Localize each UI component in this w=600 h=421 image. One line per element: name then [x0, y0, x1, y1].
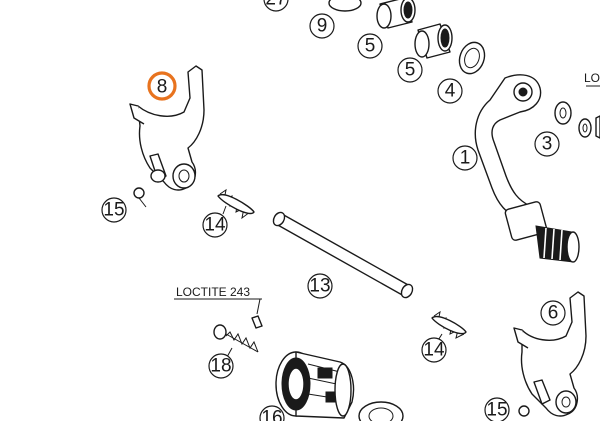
- washer-part-3[interactable]: [554, 101, 600, 139]
- svg-text:6: 6: [548, 303, 559, 324]
- svg-text:15: 15: [103, 200, 124, 221]
- needle-bearing-part-5a[interactable]: [376, 0, 416, 29]
- svg-text:15: 15: [486, 400, 507, 421]
- ball-part-15a[interactable]: [133, 187, 145, 199]
- svg-text:5: 5: [405, 60, 416, 81]
- svg-text:8: 8: [157, 77, 168, 98]
- svg-text:3: 3: [542, 134, 553, 155]
- svg-text:16: 16: [261, 408, 282, 421]
- callout-9[interactable]: 9: [309, 13, 335, 39]
- needle-bearing-part-5b[interactable]: [414, 23, 453, 59]
- svg-text:13: 13: [309, 276, 330, 297]
- callout-6[interactable]: 6: [540, 300, 566, 326]
- svg-text:18: 18: [210, 356, 231, 377]
- callout-5a[interactable]: 5: [357, 33, 383, 59]
- svg-text:1: 1: [460, 148, 471, 169]
- callout-13[interactable]: 13: [307, 273, 333, 299]
- washer-part-9[interactable]: [328, 0, 362, 12]
- seal-ring-part-4[interactable]: [455, 39, 488, 77]
- shift-fork-part-6[interactable]: [513, 291, 587, 417]
- svg-text:5: 5: [365, 36, 376, 57]
- spring-part-14b[interactable]: [431, 310, 467, 339]
- callout-15a[interactable]: 15: [101, 197, 127, 223]
- ring-part-bottom[interactable]: [358, 401, 404, 421]
- callout-1[interactable]: 1: [452, 145, 478, 171]
- callout-27[interactable]: 27: [263, 0, 289, 12]
- callout-14a[interactable]: 14: [202, 212, 228, 238]
- svg-text:14: 14: [204, 215, 226, 236]
- shift-rod-part-13[interactable]: [271, 210, 415, 299]
- shift-fork-part-8[interactable]: [129, 65, 205, 191]
- loctite-label-right: LO: [584, 71, 600, 85]
- callout-18[interactable]: 18: [208, 353, 234, 379]
- callout-15b[interactable]: 15: [484, 397, 510, 421]
- spring-part-14a[interactable]: [217, 188, 255, 220]
- callout-16[interactable]: 16: [259, 405, 285, 421]
- loctite-label: LOCTITE 243: [176, 285, 250, 299]
- svg-text:9: 9: [317, 16, 328, 37]
- callout-5b[interactable]: 5: [397, 57, 423, 83]
- svg-text:27: 27: [265, 0, 286, 10]
- screw-part-18[interactable]: [213, 324, 259, 353]
- callout-8-highlighted[interactable]: 8: [147, 71, 177, 101]
- shift-drum-part-16[interactable]: [275, 351, 355, 419]
- ball-part-15b[interactable]: [518, 405, 530, 417]
- callout-14b[interactable]: 14: [421, 337, 447, 363]
- svg-text:14: 14: [423, 340, 445, 361]
- loctite-note: LOCTITE 243: [174, 285, 263, 329]
- callout-4[interactable]: 4: [437, 78, 463, 104]
- callout-3[interactable]: 3: [534, 131, 560, 157]
- shift-lever-part-1[interactable]: [474, 74, 580, 263]
- svg-text:4: 4: [445, 81, 456, 102]
